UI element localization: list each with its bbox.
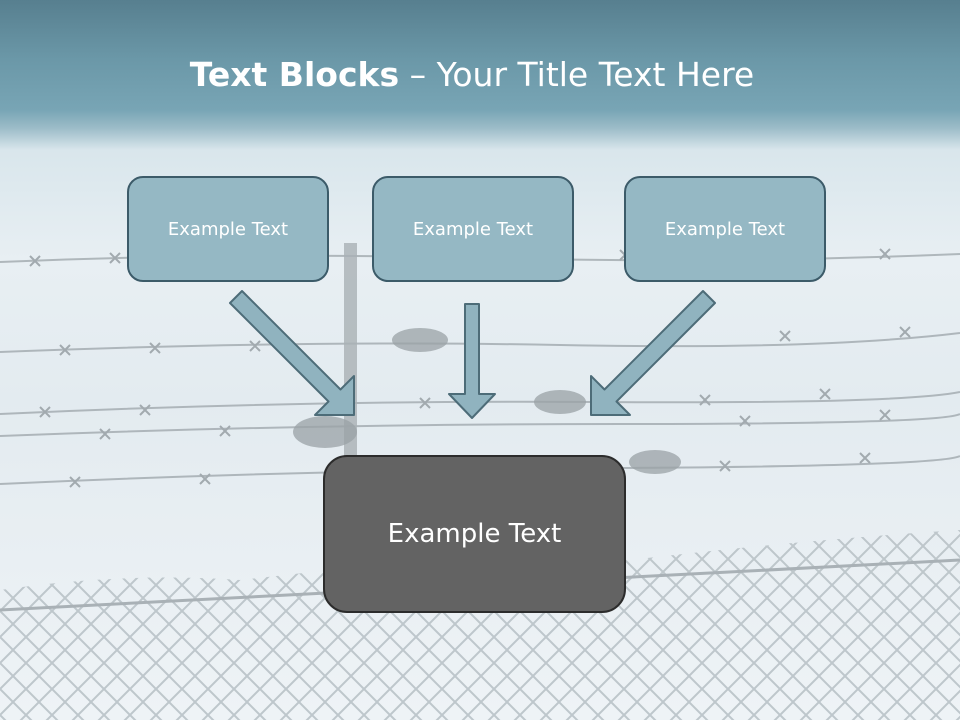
- arrow-left-diagonal: [229, 290, 355, 416]
- text-block-center[interactable]: Example Text: [372, 176, 574, 282]
- text-block-center-label: Example Text: [412, 218, 534, 240]
- arrow-right-diagonal: [590, 290, 716, 416]
- text-block-left-label: Example Text: [167, 218, 289, 240]
- title-rest: Your Title Text Here: [436, 55, 755, 94]
- title-bold-part: Text Blocks: [189, 55, 400, 94]
- text-block-bottom-label: Example Text: [387, 519, 562, 549]
- arrow-center-down: [448, 303, 496, 419]
- text-block-bottom[interactable]: Example Text: [323, 455, 626, 613]
- text-block-right-label: Example Text: [664, 218, 786, 240]
- text-block-right[interactable]: Example Text: [624, 176, 826, 282]
- text-block-left[interactable]: Example Text: [127, 176, 329, 282]
- title-dash: –: [399, 55, 437, 94]
- slide-title: Text Blocks – Your Title Text Here: [0, 52, 944, 98]
